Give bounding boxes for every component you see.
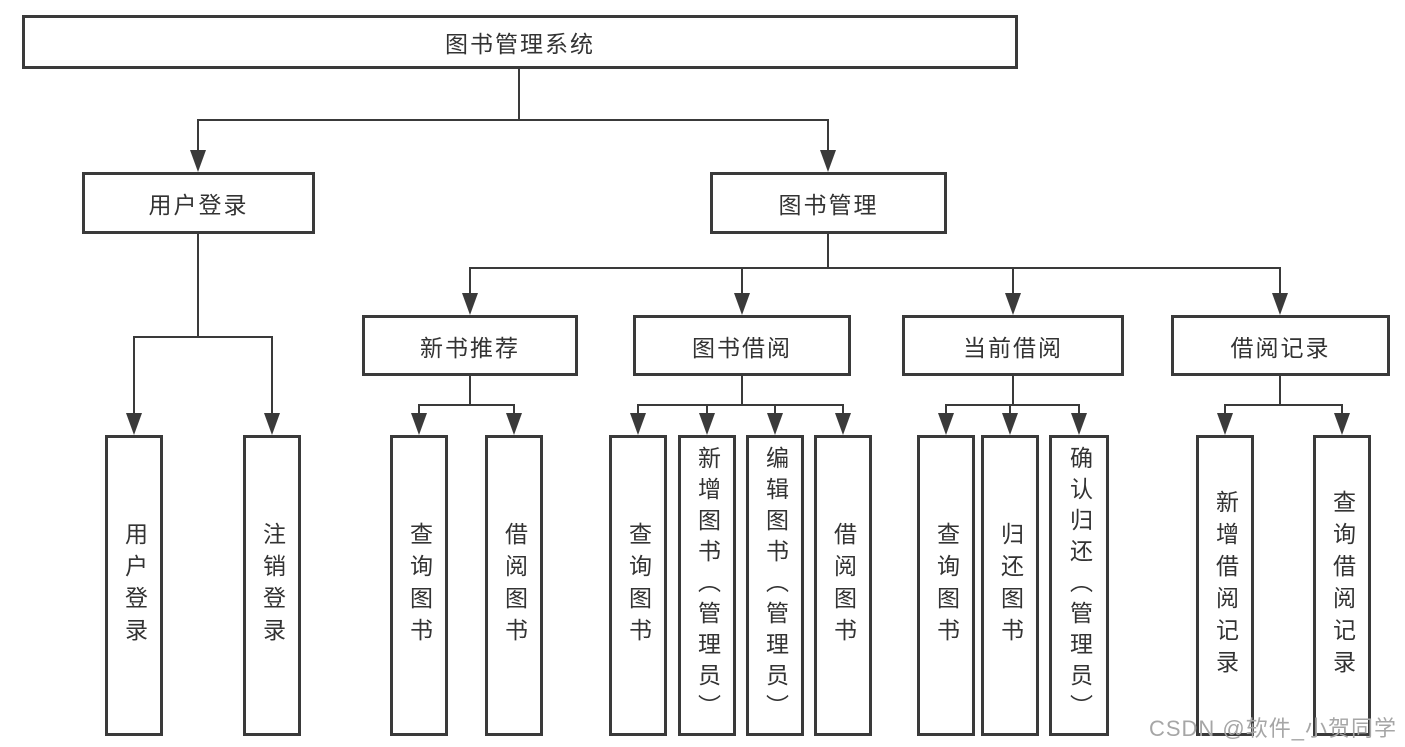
connector-line [1012,376,1014,406]
node-new-book-rec-label: 新书推荐 [420,334,520,361]
arrow-down-icon [1005,293,1021,315]
leaf-rec-query-book-label: 查询图书 [406,521,433,650]
connector-line [1341,404,1343,416]
arrow-down-icon [835,413,851,435]
connector-line [469,267,1281,269]
leaf-borrow-add-book: 新增图书（管理员） [678,435,736,736]
arrow-down-icon [462,293,478,315]
connector-line [827,119,829,153]
node-user-login: 用户登录 [82,172,315,234]
leaf-rec-query-book: 查询图书 [390,435,448,736]
connector-line [637,404,844,406]
connector-line [418,404,515,406]
leaf-current-confirm-return: 确认归还（管理员） [1049,435,1109,736]
leaf-borrow-add-book-label: 新增图书（管理员） [694,446,721,725]
connector-line [945,404,947,416]
leaf-current-query-book: 查询图书 [917,435,975,736]
connector-line [741,376,743,406]
connector-line [741,267,743,295]
node-book-borrow-label: 图书借阅 [692,334,792,361]
node-root: 图书管理系统 [22,15,1018,69]
node-user-login-label: 用户登录 [148,192,249,218]
leaf-current-query-book-label: 查询图书 [933,521,960,650]
arrow-down-icon [506,413,522,435]
leaf-borrow-borrow-book-label: 借阅图书 [830,521,857,650]
connector-line [418,404,420,416]
node-book-mgmt: 图书管理 [710,172,947,234]
arrow-down-icon [264,413,280,435]
leaf-borrow-edit-book-label: 编辑图书（管理员） [762,446,789,725]
arrow-down-icon [1272,293,1288,315]
arrow-down-icon [734,293,750,315]
leaf-borrow-edit-book: 编辑图书（管理员） [746,435,804,736]
leaf-record-add: 新增借阅记录 [1196,435,1254,736]
connector-line [469,376,471,406]
leaf-record-add-label: 新增借阅记录 [1212,489,1239,682]
leaf-borrow-query-book: 查询图书 [609,435,667,736]
arrow-down-icon [1217,413,1233,435]
leaf-rec-borrow-book: 借阅图书 [485,435,543,736]
node-book-borrow: 图书借阅 [633,315,851,376]
connector-line [518,68,520,120]
arrow-down-icon [1002,413,1018,435]
node-book-mgmt-label: 图书管理 [778,192,879,218]
arrow-down-icon [820,150,836,172]
arrow-down-icon [190,150,206,172]
connector-line [197,119,829,121]
connector-line [1279,267,1281,295]
arrow-down-icon [938,413,954,435]
connector-line [133,336,135,416]
node-root-label: 图书管理系统 [445,31,595,57]
connector-line [133,336,273,338]
arrow-down-icon [126,413,142,435]
connector-line [197,234,199,338]
leaf-current-return-book-label: 归还图书 [997,521,1024,650]
leaf-user-login-label: 用户登录 [121,521,148,650]
leaf-record-query-label: 查询借阅记录 [1329,489,1356,682]
connector-line [945,404,1079,406]
connector-line [1279,376,1281,406]
connector-line [637,404,639,416]
leaf-logout-label: 注销登录 [259,521,286,650]
connector-line [827,234,829,269]
arrow-down-icon [1071,413,1087,435]
connector-line [271,336,273,416]
connector-line [469,267,471,295]
node-borrow-record: 借阅记录 [1171,315,1390,376]
leaf-current-confirm-return-label: 确认归还（管理员） [1066,446,1093,725]
leaf-current-return-book: 归还图书 [981,435,1039,736]
connector-line [197,119,199,153]
leaf-user-login: 用户登录 [105,435,163,736]
arrow-down-icon [411,413,427,435]
connector-line [1224,404,1342,406]
arrow-down-icon [630,413,646,435]
node-borrow-record-label: 借阅记录 [1230,334,1331,361]
connector-line [1078,404,1080,416]
connector-line [1012,267,1014,295]
leaf-borrow-query-book-label: 查询图书 [625,521,652,650]
connector-line [774,404,776,416]
leaf-rec-borrow-book-label: 借阅图书 [501,521,528,650]
arrow-down-icon [699,413,715,435]
connector-line [842,404,844,416]
csdn-watermark: CSDN @软件_小贺同学 [1148,716,1397,741]
node-new-book-rec: 新书推荐 [362,315,578,376]
connector-line [1009,404,1011,416]
node-current-borrow: 当前借阅 [902,315,1124,376]
connector-line [1224,404,1226,416]
leaf-record-query: 查询借阅记录 [1313,435,1371,736]
connector-line [513,404,515,416]
leaf-logout: 注销登录 [243,435,301,736]
arrow-down-icon [1334,413,1350,435]
arrow-down-icon [767,413,783,435]
node-current-borrow-label: 当前借阅 [963,334,1063,361]
leaf-borrow-borrow-book: 借阅图书 [814,435,872,736]
connector-line [706,404,708,416]
